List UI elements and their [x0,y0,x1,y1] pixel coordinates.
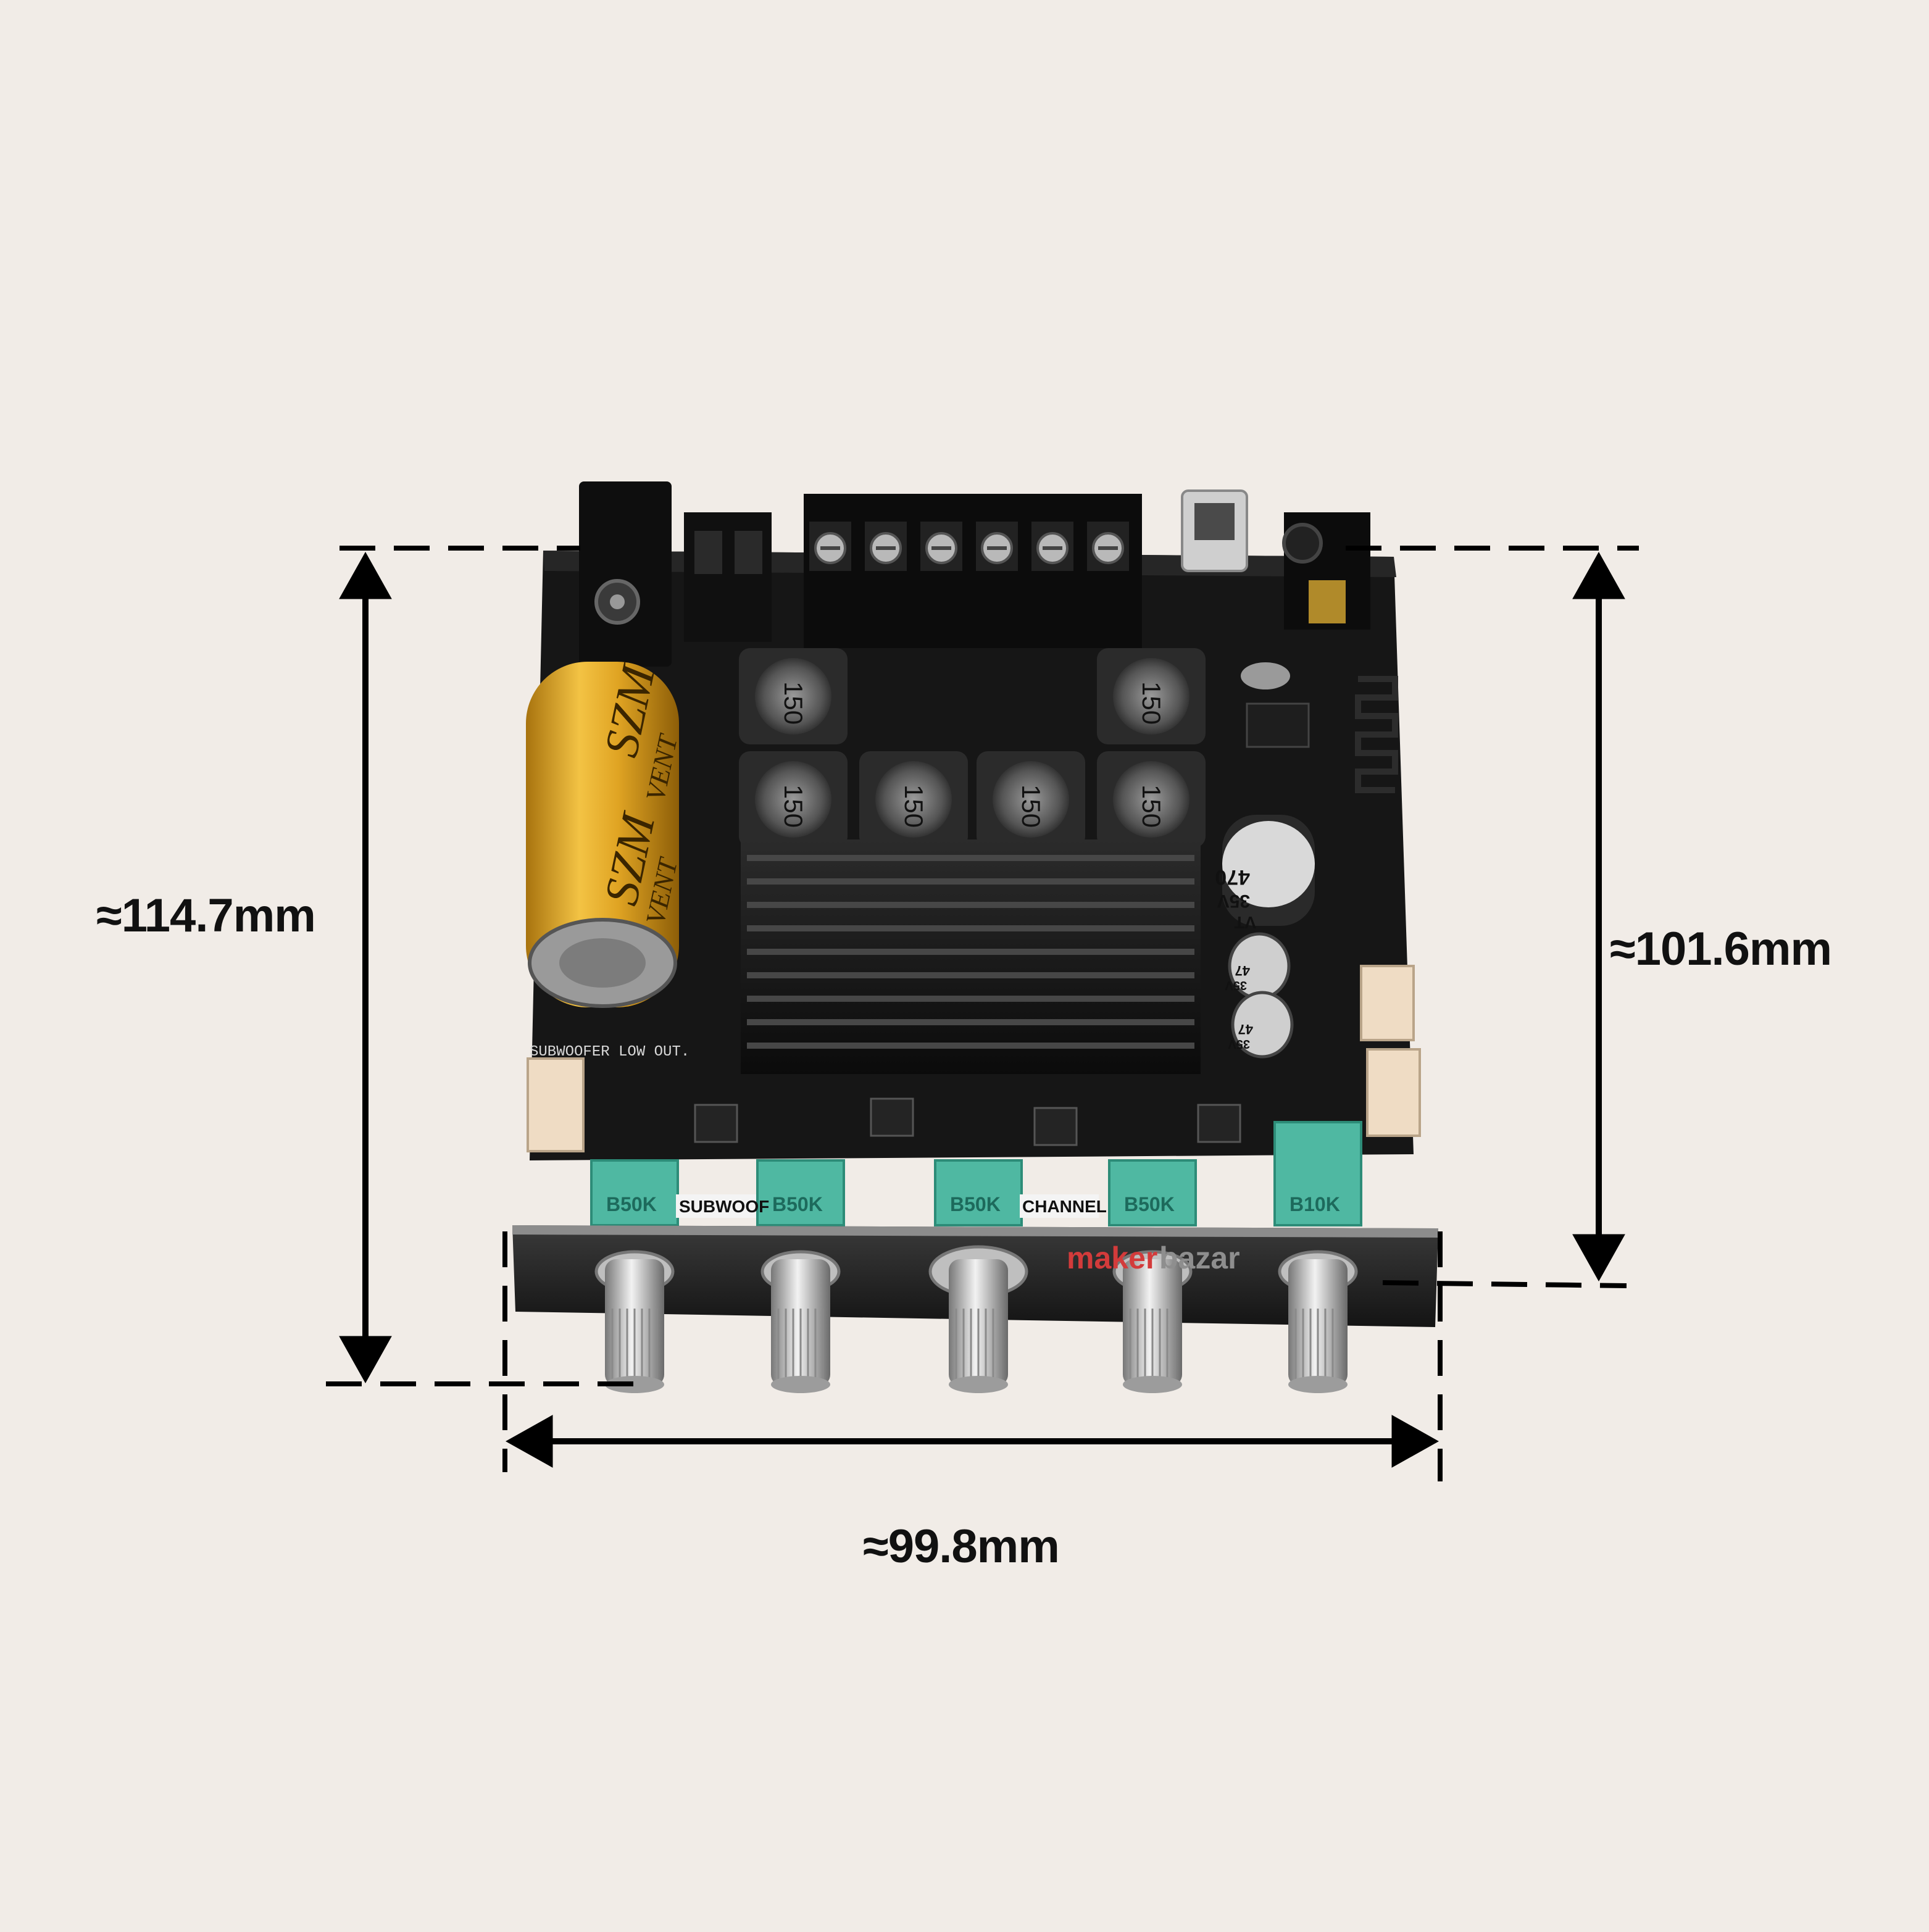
potentiometer-body [756,1159,845,1226]
potentiometers: B50K B50K B50K B50K B10K [590,1121,1362,1226]
ic-chip [870,1097,914,1137]
knob-end [1288,1376,1348,1393]
brand-logo-part2: bazar [1159,1241,1240,1275]
bluetooth-chip [1246,702,1310,748]
cap-47a-voltage: 35V [1225,978,1247,992]
connector-right-top [1360,965,1415,1041]
dimension-label-board-height: ≈101.6mm [1610,923,1832,975]
subwoofer-out-silkscreen: SUBWOOFER LOW OUT. [530,1044,690,1060]
heatsink-fin [747,878,1194,885]
subwoofer-out-connector [527,1057,585,1152]
inductor-core [755,658,831,735]
right-arrow-top [1572,551,1625,599]
potentiometer-label: B50K [1124,1193,1175,1215]
heatsink-fin [747,902,1194,908]
bottom-arrow-right [1391,1415,1439,1468]
potentiometer-label: B50K [606,1193,657,1215]
heatsink-fin [747,925,1194,931]
dc-jack [579,481,672,667]
heatsink-fin [747,1019,1194,1025]
dimension-label-total-height: ≈114.7mm [96,889,316,942]
inductor-label: 150 [899,785,928,828]
heatsink-fin [747,972,1194,978]
subwoofer-label-bg [676,1194,756,1218]
bottom-arrow-left [505,1415,553,1468]
heatsink-fin [747,996,1194,1002]
knob-end [949,1376,1008,1393]
cap-47b-voltage: 35V [1228,1037,1250,1051]
potentiometer-body [934,1159,1023,1226]
inductor-core [993,761,1069,838]
inductor-core [755,761,831,838]
knob-end [1123,1376,1182,1393]
left-arrow-top [339,551,392,599]
aux-jack [1282,512,1370,630]
potentiometer-body [1273,1121,1362,1226]
left-arrow-bottom [339,1336,392,1384]
potentiometer-label: B10K [1289,1193,1340,1215]
inductors: 150 150 150 150 150 150 [739,648,1206,847]
brand-logo-part1: maker [1067,1241,1157,1275]
potentiometer-body [1108,1159,1197,1226]
ic-chip [694,1104,738,1143]
connector-right-bottom [1366,1048,1421,1137]
speaker-terminal-block [804,494,1142,648]
channel-label-bg [1020,1194,1099,1218]
inductor-label: 150 [779,785,808,828]
brand-logo: maker bazar [1067,1241,1240,1275]
bluetooth-antenna [1355,676,1398,793]
potentiometer-label: B50K [772,1193,823,1215]
main-capacitor: SZM VENT SZM VENT [526,659,684,1008]
inductor-label: 150 [1137,785,1166,828]
right-bottom-extension [1382,1280,1627,1288]
ic-chips [694,1097,1241,1146]
knob-end [771,1376,830,1393]
ic-chip [1033,1107,1078,1146]
right-arrow-bottom [1572,1234,1625,1282]
heatsink [741,839,1201,1074]
power-terminal [684,512,772,642]
knob-end [605,1376,664,1393]
dimension-label-width: ≈99.8mm [863,1520,1060,1573]
crystal-oscillator [1241,662,1290,689]
cap-47a-value: 47 [1235,963,1250,978]
dimension-lines [326,546,1639,1481]
channel-silkscreen: CHANNEL [1022,1197,1107,1216]
knob-shafts [594,1245,1358,1393]
cap-470-vt: VT [1234,913,1256,932]
inductor-label: 150 [1017,785,1046,828]
heatsink-fin [747,949,1194,955]
inductor-label: 150 [1137,681,1166,725]
cap-47b-value: 47 [1238,1022,1253,1037]
ic-chip [1197,1104,1241,1143]
subwoofer-silkscreen: SUBWOOF [679,1197,769,1216]
usb-port [1181,489,1248,572]
cap-470-voltage: 35V [1217,891,1250,911]
cap-470-value: 470 [1215,865,1250,889]
heatsink-fin [747,855,1194,861]
cap-47-b: 47 35V [1228,991,1294,1059]
potentiometer-label: B50K [950,1193,1001,1215]
inductor-core [1113,658,1189,735]
potentiometer-body [590,1159,679,1226]
inductor-core [875,761,952,838]
inductor-core [1113,761,1189,838]
heatsink-fin [747,1043,1194,1049]
inductor-label: 150 [779,681,808,725]
cap-470: 470 35V VT [1215,815,1315,932]
